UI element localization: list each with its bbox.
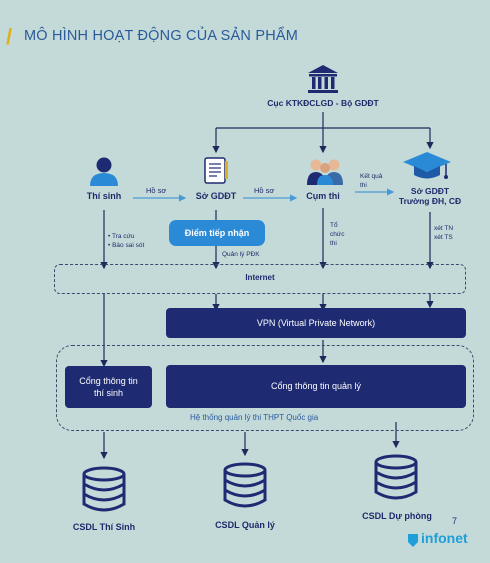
node-truong-label: Sở GDĐT Trường ĐH, CĐ	[390, 186, 470, 206]
graduation-cap-icon	[403, 152, 451, 179]
xetts-line: xét TS	[434, 234, 453, 241]
node-truong-label-line1: Sở GDĐT	[410, 186, 450, 196]
ketqua-label-line1: Kết quả	[360, 173, 383, 180]
internet-box	[54, 264, 466, 294]
system-label: Hệ thống quản lý thi THPT Quốc gia	[190, 413, 319, 422]
csdl-duphong-label: CSDL Dự phòng	[362, 511, 432, 521]
hoso2-label: Hồ sơ	[254, 186, 275, 195]
candidate-portal-line1: Cổng thông tin	[79, 376, 138, 386]
system-container	[56, 345, 474, 431]
node-truong-label-line2: Trường ĐH, CĐ	[398, 196, 462, 206]
infonet-logo: infonet	[421, 530, 468, 546]
vpn-box: VPN (Virtual Private Network)	[166, 308, 466, 338]
database-quanly-icon	[223, 462, 267, 508]
tracuu-label: • Tra cứu • Báo sai sót	[108, 232, 144, 250]
title-slash-mark: /	[6, 24, 13, 49]
database-thisinh-icon	[82, 466, 126, 512]
tracuu-span: Tra cứu	[111, 233, 135, 240]
baosaisot-span: Báo sai sót	[112, 242, 145, 249]
infonet-logo-icon	[408, 534, 418, 547]
page-title: MÔ HÌNH HOẠT ĐỘNG CỦA SẢN PHẨM	[24, 28, 299, 44]
diem-tiep-nhan-box: Điểm tiếp nhận	[169, 220, 265, 246]
csdl-quanly-label: CSDL Quản lý	[215, 520, 275, 530]
tochuc-line3: thi	[330, 240, 337, 247]
document-icon	[204, 157, 228, 184]
page-number: 7	[452, 516, 458, 526]
baosaisot-text: • Báo sai sót	[108, 242, 145, 249]
tochuc-line2: chức	[330, 231, 345, 238]
node-cuc-label: Cục KTKĐCLGD - Bộ GDĐT	[267, 98, 379, 108]
xet-label: xét TN xét TS	[434, 224, 453, 242]
ministry-building-icon	[308, 65, 338, 93]
ketqua-label: Kết quả thi	[360, 172, 382, 190]
node-thisinh-label: Thí sinh	[86, 191, 122, 201]
candidate-person-icon	[90, 157, 118, 186]
group-people-icon	[307, 159, 343, 185]
tochuc-line1: Tổ	[330, 222, 338, 229]
management-portal-box: Cổng thông tin quản lý	[166, 365, 466, 408]
tochuc-label: Tổ chức thi	[330, 221, 344, 248]
csdl-thisinh-label: CSDL Thí Sinh	[72, 522, 136, 532]
node-sogddt-label: Sở GDĐT	[195, 191, 237, 201]
hoso1-label: Hồ sơ	[146, 186, 167, 195]
ketqua-label-line2: thi	[360, 182, 367, 189]
internet-label: Internet	[245, 273, 275, 282]
tracuu-text: • Tra cứu	[108, 233, 135, 240]
quanlypdk-label: Quản lý PĐK	[222, 251, 260, 258]
node-cumthi-label: Cụm thi	[306, 191, 340, 201]
candidate-portal-box: Cổng thông tin thí sinh	[65, 366, 152, 408]
candidate-portal-line2: thí sinh	[93, 388, 124, 398]
xettn-line: xét TN	[434, 225, 454, 232]
database-duphong-icon	[374, 454, 418, 500]
